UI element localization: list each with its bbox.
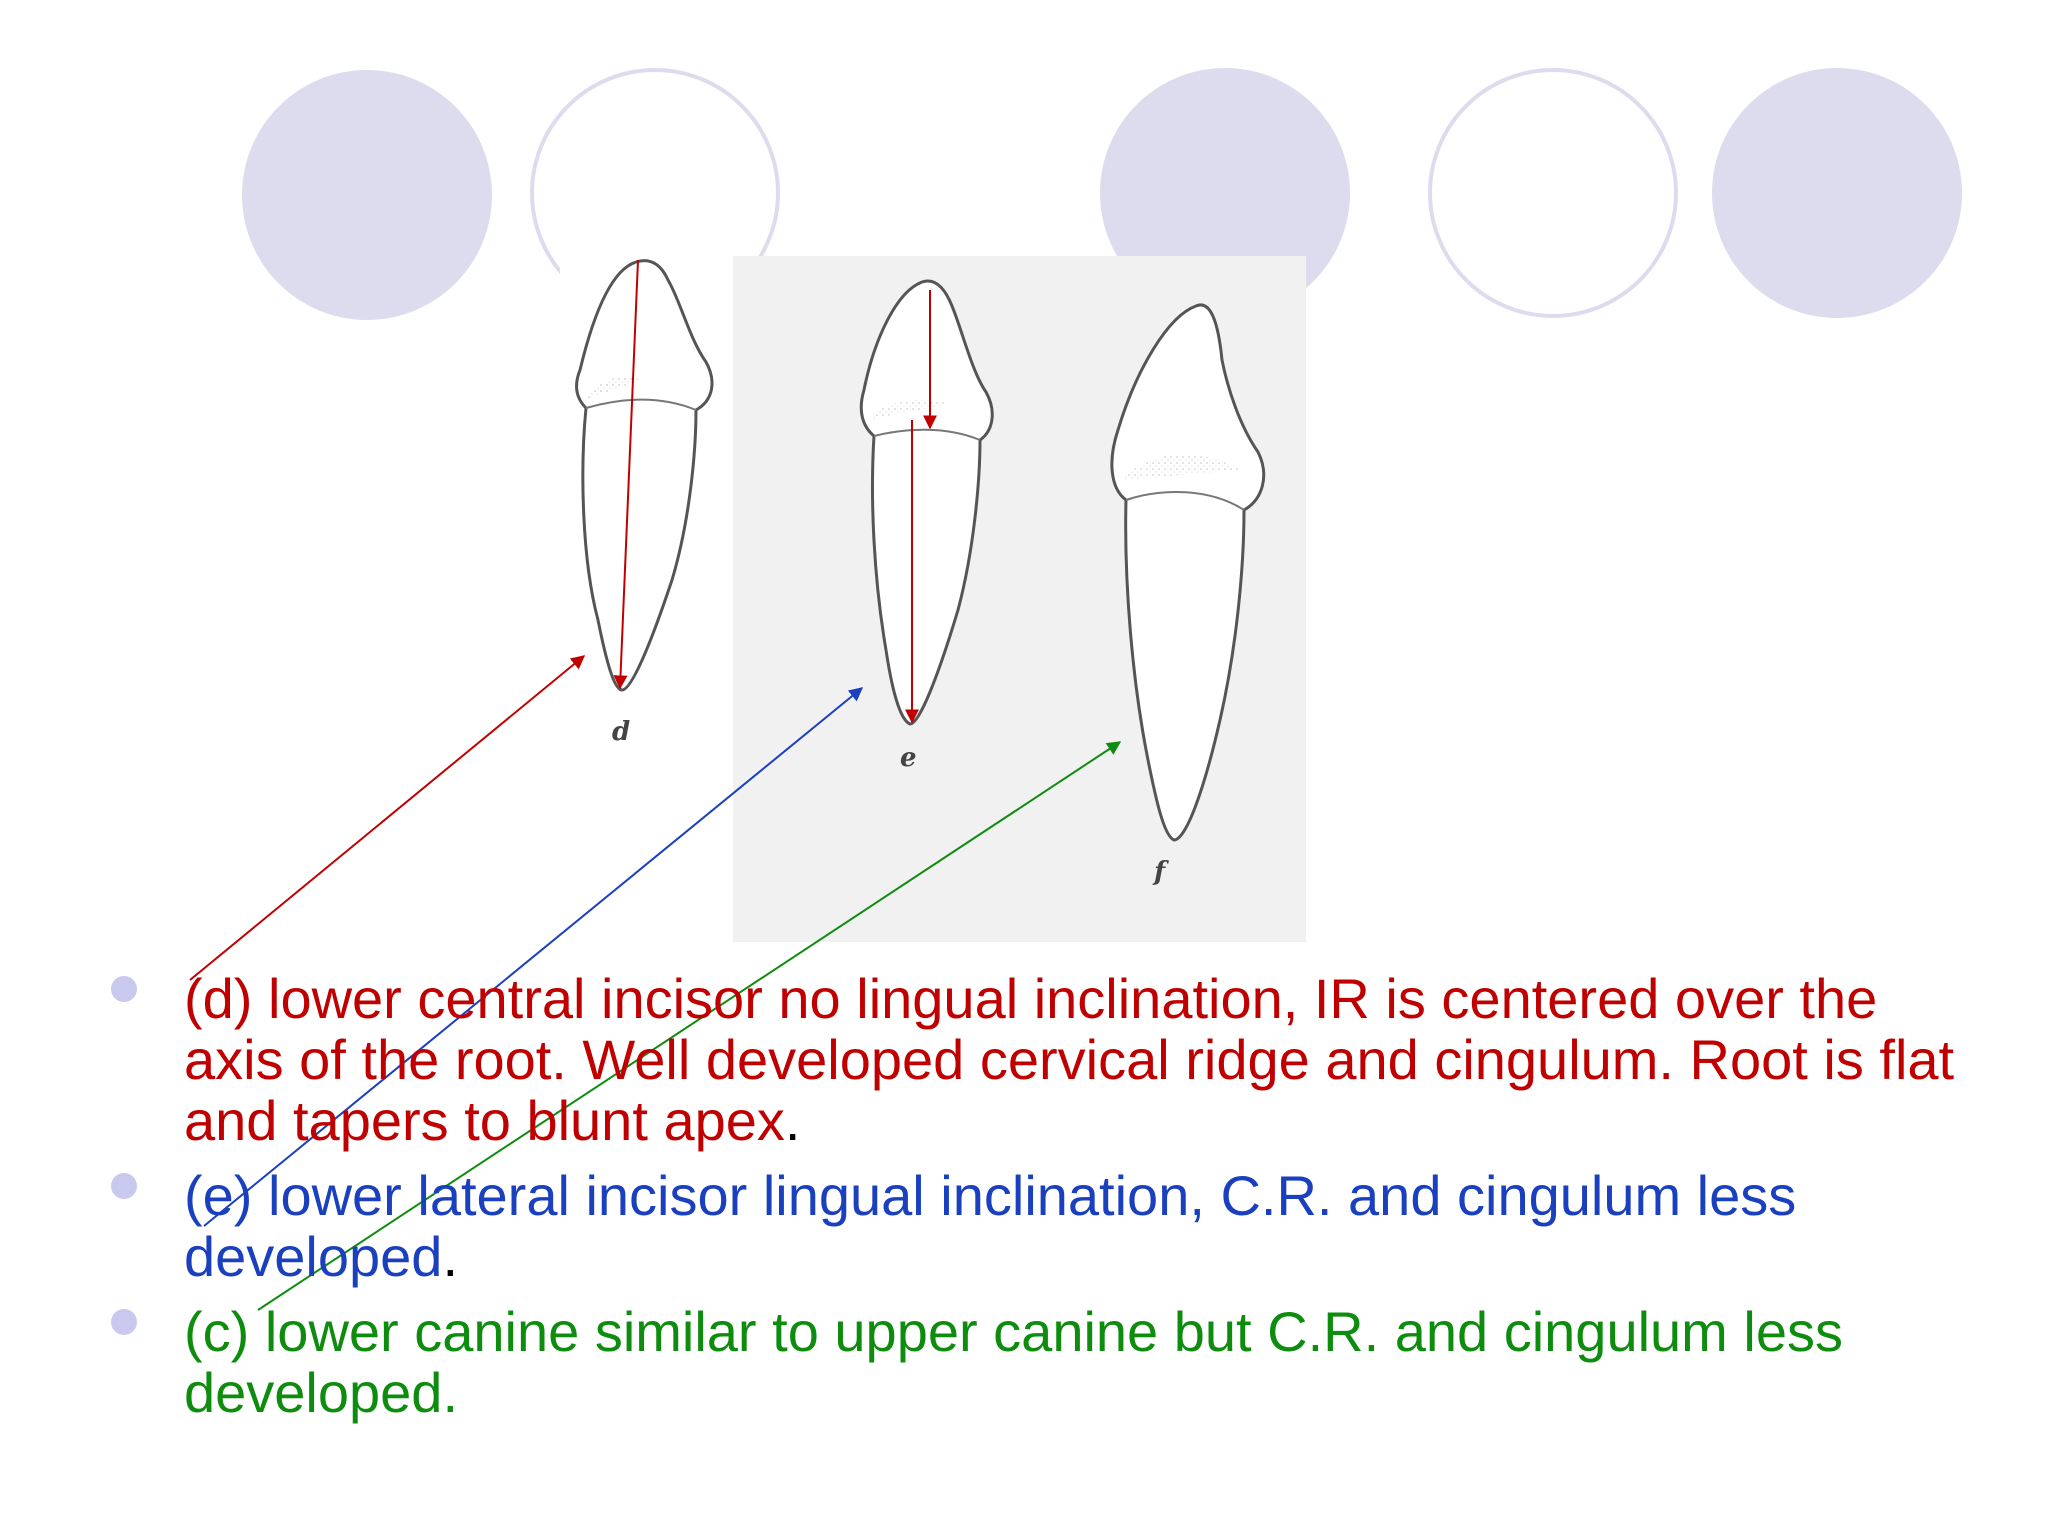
bullet-suffix-d: . (784, 1089, 801, 1152)
bullet-text-c: (c) lower canine similar to upper canine… (184, 1300, 1843, 1424)
bullet-dot-icon (111, 1173, 137, 1199)
bullet-suffix-e: . (442, 1225, 459, 1288)
label-e: e (900, 743, 917, 773)
bullet-item-e: (e) lower lateral incisor lingual inclin… (108, 1165, 1988, 1287)
decor-ring-2 (1428, 68, 1678, 318)
tooth-d: d (575, 259, 714, 747)
bullet-list: (d) lower central incisor no lingual inc… (108, 968, 1988, 1437)
label-d: d (612, 717, 630, 747)
bullet-dot-icon (111, 1309, 137, 1335)
pointer-arrow-d (189, 655, 586, 981)
pointer-arrow-e (203, 687, 864, 1227)
axis-arrow-d (613, 259, 639, 690)
decor-circle-1 (242, 70, 492, 320)
tooth-e: e (859, 279, 994, 773)
tooth-f: f (1110, 303, 1266, 887)
decor-circle-3 (1712, 68, 1962, 318)
bullet-item-d: (d) lower central incisor no lingual inc… (108, 968, 1988, 1151)
label-f: f (1152, 857, 1169, 887)
pointer-arrow-f (257, 741, 1122, 1311)
bullet-text-e: (e) lower lateral incisor lingual inclin… (184, 1164, 1797, 1288)
bullet-item-c: (c) lower canine similar to upper canine… (108, 1301, 1988, 1423)
bullet-text-d: (d) lower central incisor no lingual inc… (184, 967, 1955, 1152)
bullet-dot-icon (111, 976, 137, 1002)
